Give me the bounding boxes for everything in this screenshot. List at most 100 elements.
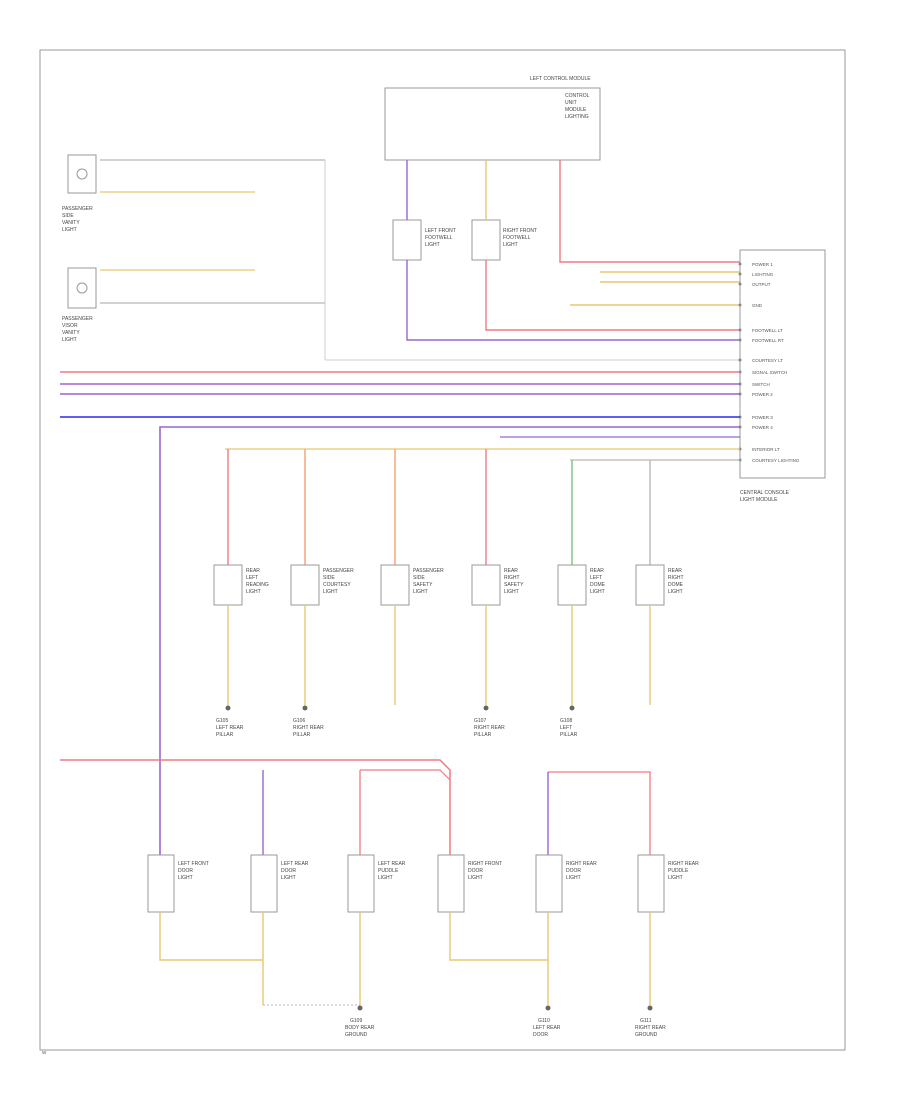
svg-text:DOOR: DOOR xyxy=(533,1032,548,1038)
connector-pin xyxy=(738,328,742,332)
top-module: LEFT CONTROL MODULE CONTROL UNIT MODULE … xyxy=(384,76,601,161)
ground-label: LEFT REAR xyxy=(216,725,244,731)
connector-pin-label: POWER 2 xyxy=(752,392,773,397)
ground-label: LEFT xyxy=(560,725,572,731)
row-lamp-label: RIGHT xyxy=(668,575,684,581)
svg-text:LIGHT: LIGHT xyxy=(62,337,77,343)
row-lamp-label: PASSENGER xyxy=(323,568,354,574)
bottom-ground-wires xyxy=(159,912,651,1006)
row-lamp-label: COURTESY xyxy=(323,582,351,588)
right-connector: CENTRAL CONSOLE LIGHT MODULE xyxy=(739,249,826,503)
svg-text:G109: G109 xyxy=(350,1018,362,1024)
row-lamp-label: REAR xyxy=(246,568,260,574)
ground-label: PILLAR xyxy=(474,732,492,738)
bottom-grounds: G109 BODY REAR GROUND G110 LEFT REAR DOO… xyxy=(345,1005,666,1038)
row-lamp-label: LEFT xyxy=(590,575,602,581)
row-lamp-label: RIGHT xyxy=(504,575,520,581)
bottom-lamp-label: PUDDLE xyxy=(378,868,399,874)
connector-pins: POWER 1 LIGHTING OUTPUT GND FOOTWELL LT FOOTW… xyxy=(738,262,800,463)
svg-text:G110: G110 xyxy=(538,1018,550,1024)
connector-pin-label: FOOTWELL RT xyxy=(752,338,784,343)
bottom-lamp-label: RIGHT REAR xyxy=(668,861,699,867)
bottom-feed-wires xyxy=(60,759,651,855)
ground-label: PILLAR xyxy=(216,732,234,738)
connector-pin-label: FOOTWELL LT xyxy=(752,328,783,333)
left-wires xyxy=(100,159,740,361)
svg-text:FOOTWELL: FOOTWELL xyxy=(503,235,531,241)
connector-pin xyxy=(738,338,742,342)
svg-text:LEFT FRONT: LEFT FRONT xyxy=(425,228,456,234)
row-lamp-label: LIGHT xyxy=(504,589,519,595)
svg-text:LIGHT: LIGHT xyxy=(425,242,440,248)
bottom-lamp-label: LIGHT xyxy=(668,875,683,881)
bottom-lamp-label: DOOR xyxy=(566,868,581,874)
connector-pin-label: POWER 1 xyxy=(752,262,773,267)
lamp-icon xyxy=(76,282,88,294)
ground-icon xyxy=(302,705,308,711)
connector-pin xyxy=(738,262,742,266)
row-lamp-label: SAFETY xyxy=(504,582,524,588)
connector-pin-label: COURTESY LT xyxy=(752,358,783,363)
bottom-lamp-label: RIGHT FRONT xyxy=(468,861,502,867)
row-lamp-label: SAFETY xyxy=(413,582,433,588)
row-lamp-label: READING xyxy=(246,582,269,588)
svg-text:VANITY: VANITY xyxy=(62,330,80,336)
bottom-lamp-label: LIGHT xyxy=(178,875,193,881)
ground-icon xyxy=(569,705,575,711)
connector-pin-label: OUTPUT xyxy=(752,282,771,287)
row-lamp-label: LIGHT xyxy=(413,589,428,595)
bottom-lamp-label: LIGHT xyxy=(468,875,483,881)
bottom-lamp-label: LIGHT xyxy=(378,875,393,881)
bottom-lamp-label: DOOR xyxy=(468,868,483,874)
svg-text:LIGHT MODULE: LIGHT MODULE xyxy=(740,497,778,503)
connector-pin-label: POWER 3 xyxy=(752,415,773,420)
row-lamp-label: LIGHT xyxy=(668,589,683,595)
row-lamp-label: DOME xyxy=(590,582,606,588)
top-module-line: MODULE xyxy=(565,107,587,113)
connector-pin-label: GND xyxy=(752,303,763,308)
bottom-lamp-label: LIGHT xyxy=(281,875,296,881)
svg-text:LIGHT: LIGHT xyxy=(62,227,77,233)
diagram-footer-id: W xyxy=(42,1050,47,1055)
svg-text:VANITY: VANITY xyxy=(62,220,80,226)
svg-text:BODY REAR: BODY REAR xyxy=(345,1025,375,1031)
connector-pin-label: LIGHTING xyxy=(752,272,774,277)
connector-pin xyxy=(738,358,742,362)
row-lamp-label: REAR xyxy=(668,568,682,574)
top-module-line: LIGHTING xyxy=(565,114,589,120)
bottom-lamp-label: DOOR xyxy=(178,868,193,874)
svg-text:PASSENGER: PASSENGER xyxy=(62,316,93,322)
row-lamp-label: DOME xyxy=(668,582,684,588)
svg-text:FOOTWELL: FOOTWELL xyxy=(425,235,453,241)
row-lamp-label: REAR xyxy=(504,568,518,574)
bottom-lamp-label: DOOR xyxy=(281,868,296,874)
svg-text:LIGHT: LIGHT xyxy=(503,242,518,248)
connector-pin xyxy=(738,303,742,307)
middle-lamp-2: RIGHT FRONT FOOTWELL LIGHT xyxy=(471,219,537,261)
connector-pin-label: SWITCH xyxy=(752,382,770,387)
svg-text:GROUND: GROUND xyxy=(345,1032,368,1038)
connector-pin-label: POWER 4 xyxy=(752,425,773,430)
top-module-line: CONTROL xyxy=(565,93,590,99)
ground-label: G107 xyxy=(474,718,486,724)
svg-text:CENTRAL CONSOLE: CENTRAL CONSOLE xyxy=(740,490,790,496)
connector-pin xyxy=(738,282,742,286)
top-module-line: UNIT xyxy=(565,100,577,106)
bottom-lamp-label: LEFT FRONT xyxy=(178,861,209,867)
ground-label: G106 xyxy=(293,718,305,724)
row-lamp-label: PASSENGER xyxy=(413,568,444,574)
ground-label: RIGHT REAR xyxy=(293,725,324,731)
connector-pin-label: COURTESY LIGHTING xyxy=(752,458,800,463)
connector-pin xyxy=(738,272,742,276)
